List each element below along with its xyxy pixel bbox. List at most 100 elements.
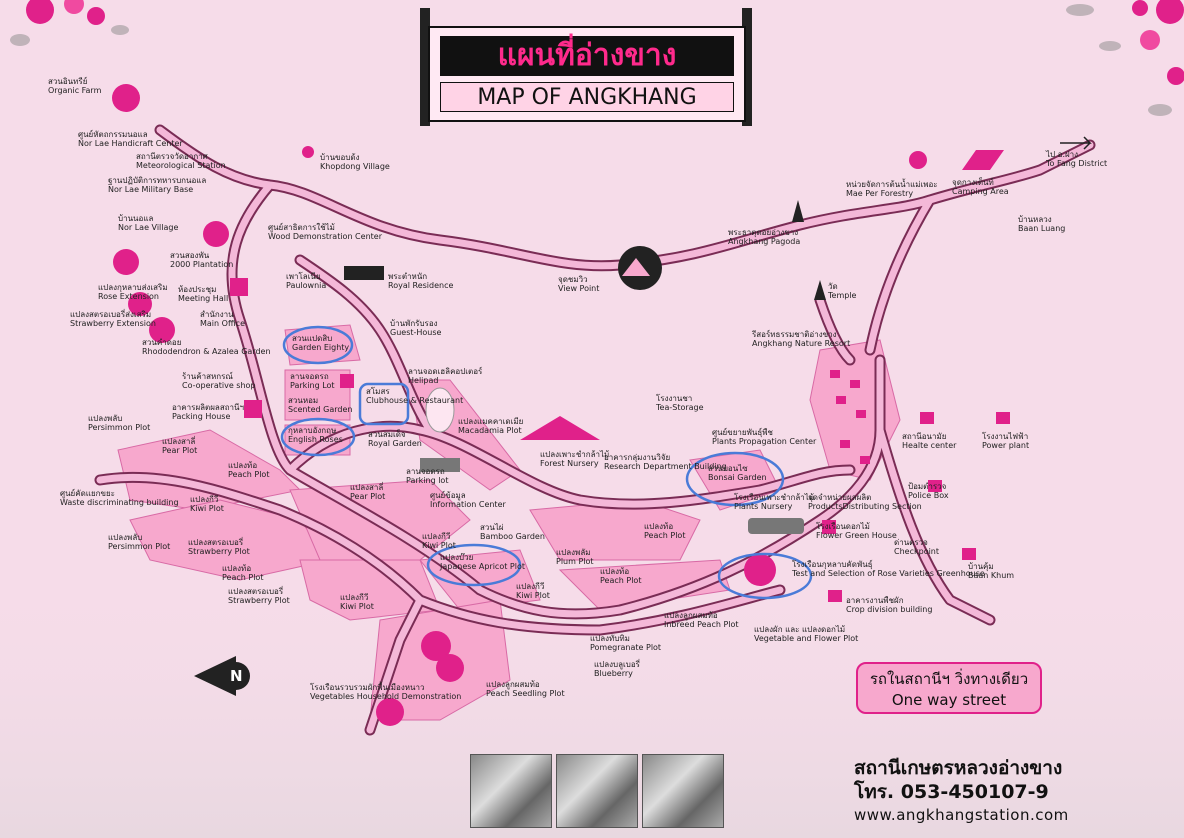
place-label-thai: สถานีอนามัย (902, 432, 947, 441)
royal-residence-icon (344, 266, 384, 280)
place-label-english: Peach Plot (228, 470, 270, 479)
place-label-thai: เพาโลเนีย (286, 272, 321, 281)
place-label-pear-plot-1: แปลงสาลี่Pear Plot (162, 437, 197, 455)
helipad-icon (425, 387, 455, 433)
place-label-thai: โรงเรือนดอกไม้ (816, 522, 870, 531)
place-label-english: Meteorological Station (136, 161, 226, 170)
compass-rose (194, 656, 250, 696)
place-label-thai: แปลงลูกผสมท้อ (486, 680, 540, 689)
place-label-thai: ฐานปฏิบัติการทหารบกนอแล (108, 176, 207, 185)
place-label-thai: แปลงบลูเบอรี่ (594, 660, 640, 669)
plot-areas (117, 324, 901, 721)
place-label-english: Strawberry Plot (228, 596, 290, 605)
place-label-thai: สวนบอนไซ (708, 464, 748, 473)
place-label-english: Meeting Hall (178, 294, 229, 303)
place-label-thai: ลานจอดรถ (406, 467, 445, 476)
title-english: MAP OF ANGKHANG (440, 82, 734, 112)
place-label-english: Kiwi Plot (340, 602, 374, 611)
photo-thumbnail-plants (470, 754, 552, 828)
place-label-thai: ศูนย์คัดแยกขยะ (60, 489, 115, 498)
place-label-kiwi-plot-4: แปลงกีวีKiwi Plot (516, 582, 550, 600)
place-label-vegetable-flower-plot: แปลงผัก และ แปลงดอกไม้Vegetable and Flow… (754, 625, 858, 643)
place-label-english: Packing House (172, 412, 231, 421)
place-label-thai: ด่านตรวจ (894, 538, 928, 547)
place-label-thai: ร้านค้าสหกรณ์ (182, 372, 233, 381)
place-label-english: Baan Khum (968, 571, 1015, 580)
one-way-thai: รถในสถานีฯ วิ่งทางเดียว (869, 670, 1029, 688)
place-label-english: Temple (828, 291, 857, 300)
temple-icon (814, 280, 826, 300)
place-label-thai: รีสอร์ทธรรมชาติอ่างขาง (752, 330, 837, 339)
place-label-thai: ห้องประชุม (178, 285, 217, 294)
place-label-thai: จุดกางเต็นท์ (952, 178, 994, 187)
place-label-english: Wood Demonstration Center (268, 232, 382, 241)
fang-arrow-icon (1060, 136, 1092, 150)
place-label-thai: สวนแปดสิบ (292, 334, 333, 343)
place-label-english: Angkhang Nature Resort (752, 339, 851, 348)
place-label-helipad: ลานจอดเฮลิคอปเตอร์Helipad (408, 367, 482, 385)
place-label-english: Paulownia (286, 281, 327, 290)
place-label-english: Crop division building (846, 605, 933, 614)
place-label-pear-plot-2: แปลงสาลี่Pear Plot (350, 483, 385, 501)
place-label-thai: พระธาตุดอยอ่างขาง (728, 228, 799, 237)
place-label-thai: แปลงกีวี (422, 532, 451, 541)
place-label-thai: สวนสมเด็จ (368, 430, 406, 439)
contact-block: สถานีเกษตรหลวงอ่างขาง โทร. 053-450107-9 … (854, 756, 1069, 826)
photo-thumbnail-strawberry (556, 754, 638, 828)
building-icons (230, 278, 1010, 602)
place-label-strawberry-plot-1: แปลงสตรอเบอรี่Strawberry Plot (188, 538, 250, 556)
place-label-thai: ลานจอดรถ (290, 372, 329, 381)
place-label-english: To Fang District (1046, 159, 1108, 168)
sign-post-left (420, 8, 430, 126)
place-label-kiwi-plot-2: แปลงกีวีKiwi Plot (340, 593, 374, 611)
place-label-english: Macadamia Plot (458, 426, 522, 435)
place-label-thai: แปลงทับทิม (590, 634, 630, 643)
place-label-kiwi-plot-3: แปลงกีวีKiwi Plot (422, 532, 456, 550)
place-label-kiwi-plot-1: แปลงกีวีKiwi Plot (190, 495, 224, 513)
camping-tent-icon (962, 150, 1004, 170)
place-label-thai: ศูนย์ขยายพันธุ์พืช (712, 428, 773, 437)
place-label-thai: ไป อ.ฝาง (1046, 150, 1079, 159)
place-label-forest-nursery: แปลงเพาะชำกล้าไม้Forest Nursery (540, 450, 609, 468)
place-label-english: Plants Propagation Center (712, 437, 817, 446)
place-label-thai: แปลงท้อ (600, 567, 630, 576)
place-label-rose-greenhouse: โรงเรือนกุหลาบคัดพันธุ์Test and Selectio… (792, 560, 985, 578)
station-name: สถานีเกษตรหลวงอ่างขาง (854, 757, 1063, 779)
place-label-english: Forest Nursery (540, 459, 599, 468)
place-label-english: Test and Selection of Rose Varieties Gre… (792, 569, 985, 578)
place-label-thai: ศูนย์สาธิตการใช้ไม้ (268, 223, 335, 232)
one-way-notice: รถในสถานีฯ วิ่งทางเดียว One way street (856, 662, 1042, 714)
station-website[interactable]: www.angkhangstation.com (854, 806, 1069, 824)
highlight-circles (280, 325, 813, 600)
parking-lot-icon (420, 458, 460, 472)
place-label-thai: แปลงสตรอเบอรี่ส่งเสริม (70, 310, 152, 319)
place-label-thai: กุหลาบอังกฤษ (288, 426, 337, 435)
place-label-thai: โรงเรือนกุหลาบคัดพันธุ์ (792, 560, 873, 569)
place-label-strawberry-plot-2: แปลงสตรอเบอรี่Strawberry Plot (228, 587, 290, 605)
place-label-english: Flower Green House (816, 531, 897, 540)
place-label-english: Co-operative shop (182, 381, 256, 390)
place-label-thai: แปลงสตรอเบอรี่ (228, 587, 284, 596)
place-label-thai: แปลงพลัม (556, 548, 591, 557)
place-label-english: Helipad (408, 376, 439, 385)
place-label-thai: แปลงสาลี่ (162, 437, 196, 446)
place-label-thai: ศูนย์ข้อมูล (430, 491, 466, 500)
